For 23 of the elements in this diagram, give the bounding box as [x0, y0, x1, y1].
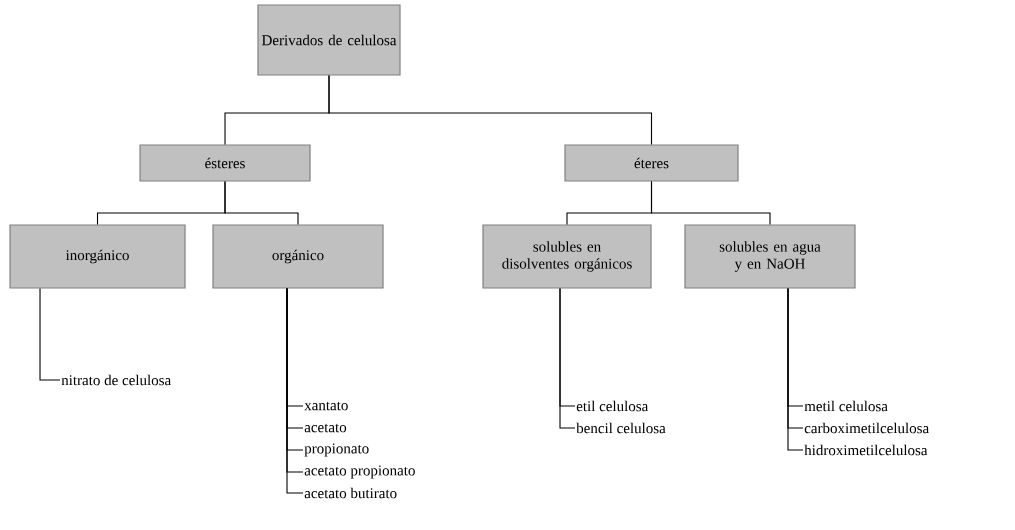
item-label: nitrato de celulosa	[61, 374, 171, 386]
item-label: hidroximetilcelulosa	[804, 444, 928, 456]
item-label: metil celulosa	[804, 400, 888, 412]
connector-line	[39, 288, 61, 381]
category-box: inorgánico	[9, 224, 186, 289]
connector-line	[224, 181, 299, 225]
item-label: bencil celulosa	[576, 422, 666, 434]
connector-line	[559, 288, 576, 429]
category-box: ésteres	[139, 144, 311, 182]
category-box: Derivados de celulosa	[257, 4, 401, 76]
item-label: carboximetilcelulosa	[804, 422, 929, 434]
item-label: etil celulosa	[576, 400, 649, 412]
category-box: éteres	[564, 144, 739, 182]
category-box: solubles en disolventes orgánicos	[482, 224, 652, 289]
item-label: xantato	[304, 401, 348, 411]
item-label: acetato butirato	[304, 487, 397, 499]
item-label: acetato	[304, 423, 347, 433]
connector-line	[650, 181, 771, 225]
category-box: solubles en agua y en NaOH	[684, 224, 856, 289]
item-label: acetato propionato	[304, 465, 415, 479]
category-box: orgánico	[212, 224, 384, 289]
item-label: propionato	[304, 443, 369, 457]
connector-line	[328, 75, 653, 145]
